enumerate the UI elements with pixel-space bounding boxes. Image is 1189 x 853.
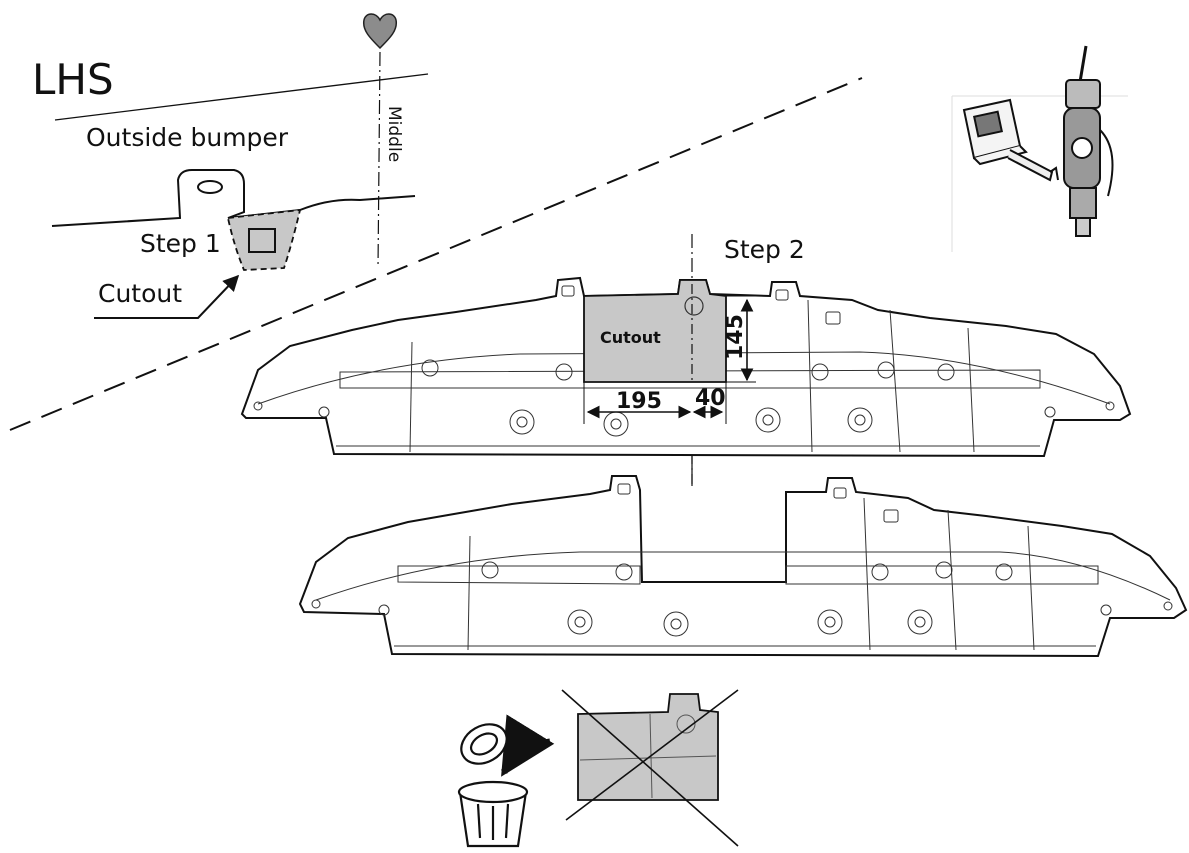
cutout-pointer-arrow <box>94 274 240 319</box>
cutout-pointer-label: Cutout <box>98 279 182 308</box>
air-saw-icon <box>1063 45 1114 237</box>
cross-line-1 <box>561 689 739 847</box>
separator-line <box>54 73 429 121</box>
step1-cutout-square <box>248 228 276 253</box>
step1-label: Step 1 <box>140 229 221 258</box>
step2-label: Step 2 <box>724 235 805 264</box>
step2-cutout-area <box>583 279 727 383</box>
discarded-piece <box>577 693 719 801</box>
step2-panel-details <box>253 285 1115 453</box>
cross-line-2 <box>565 689 739 821</box>
cutout-hole <box>684 296 704 316</box>
result-panel-details <box>311 483 1173 651</box>
heart-icon <box>362 13 398 50</box>
tape-measure-icon <box>962 98 1059 182</box>
trash-bin-icon <box>457 723 529 848</box>
middle-centerline <box>377 51 381 269</box>
result-panel <box>298 475 1188 658</box>
cutout-area-label: Cutout <box>600 328 661 347</box>
step1-profile <box>51 169 416 227</box>
curved-arrow-icon <box>501 714 555 777</box>
dimension-width-left-label: 195 <box>616 389 662 414</box>
dimension-width-right-label: 40 <box>695 386 726 411</box>
location-label: Outside bumper <box>86 123 289 152</box>
step1-cutout-region <box>226 208 302 271</box>
side-label: LHS <box>32 55 114 104</box>
diagonal-divider <box>9 77 863 431</box>
dimension-height-label: 145 <box>723 314 748 360</box>
middle-label: Middle <box>384 106 404 162</box>
tools-group <box>951 45 1128 252</box>
